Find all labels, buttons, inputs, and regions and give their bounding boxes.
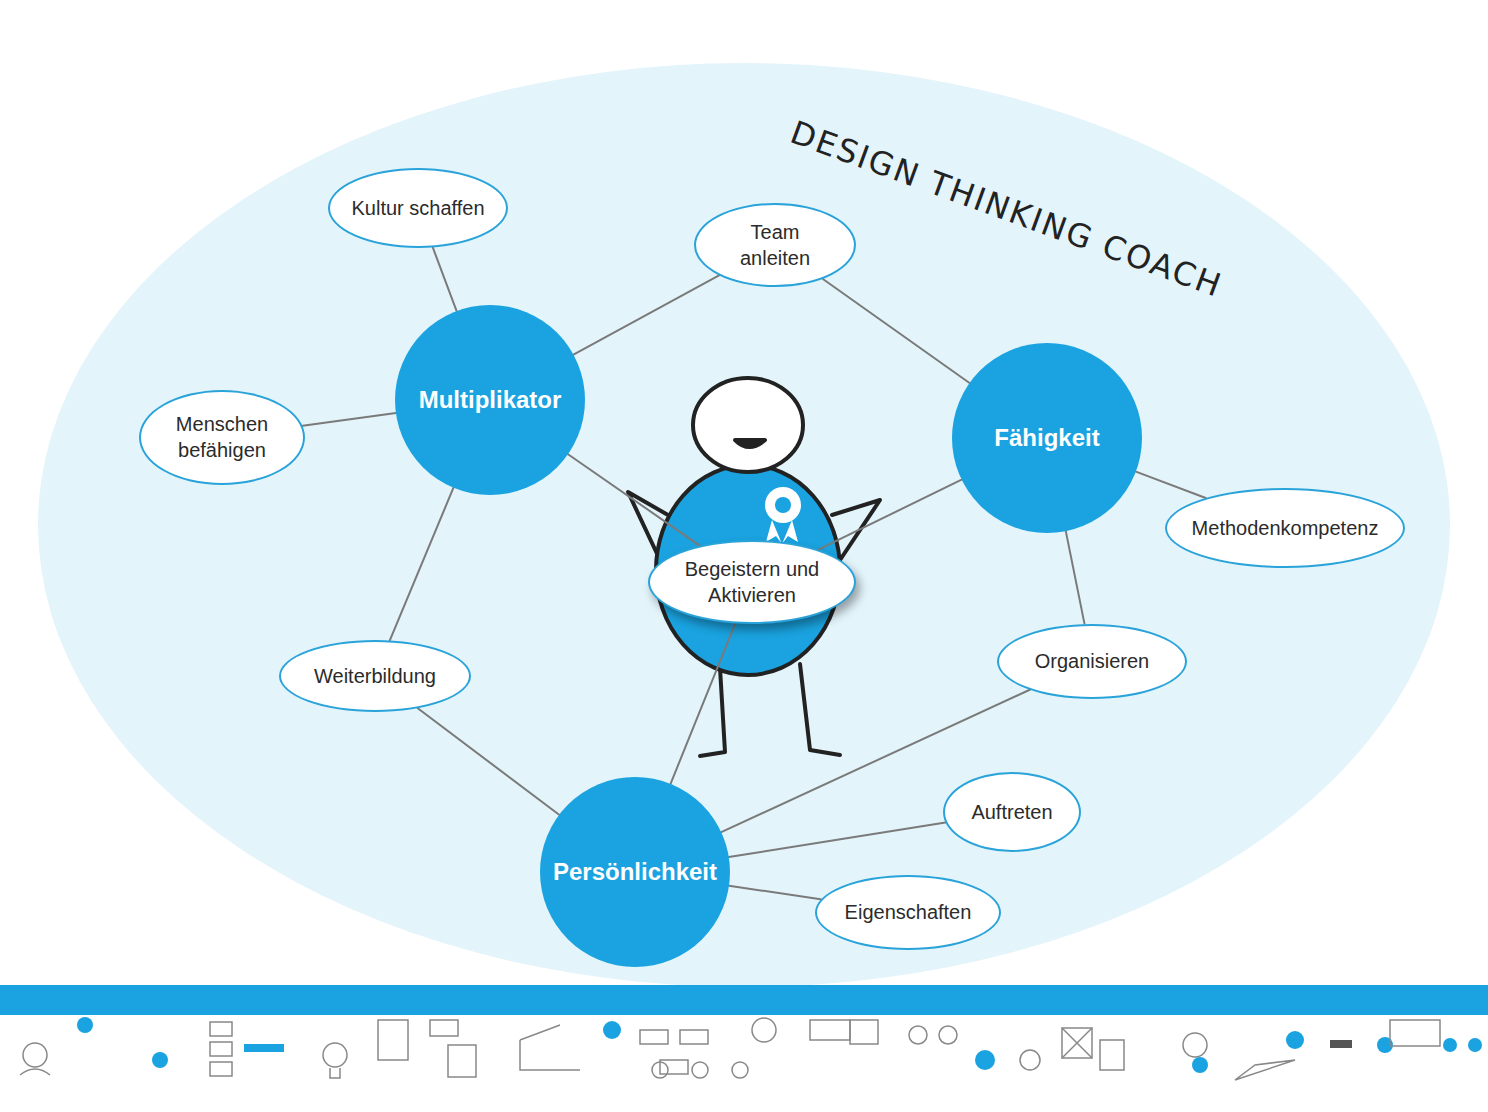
skill-oval: Begeistern und Aktivieren [648, 540, 856, 624]
node-label: Menschen befähigen [165, 411, 280, 463]
footer-doodles [20, 1017, 1482, 1080]
coach-region [38, 63, 1450, 987]
node-label: Persönlichkeit [553, 856, 717, 887]
connector-line [818, 480, 961, 550]
topic-circle: Persönlichkeit [540, 777, 730, 967]
connector-line [303, 413, 396, 426]
node-label: Weiterbildung [314, 663, 436, 689]
skill-oval: Team anleiten [694, 203, 856, 287]
node-label: Fähigkeit [994, 422, 1099, 453]
diagram-title: DESIGN THINKING COACH [786, 113, 1228, 305]
skill-oval: Auftreten [943, 772, 1081, 852]
skill-oval: Weiterbildung [279, 640, 471, 712]
connector-line [671, 624, 736, 784]
skill-oval: Organisieren [997, 624, 1187, 699]
connector-line [729, 823, 946, 857]
topic-circle: Fähigkeit [952, 343, 1142, 533]
connector-line [418, 708, 559, 815]
connector-line [823, 279, 970, 383]
node-label: Team anleiten [730, 219, 820, 271]
connector-line [390, 488, 454, 641]
node-label: Begeistern und Aktivieren [672, 556, 832, 608]
connector-line [568, 454, 700, 545]
topic-circle: Multiplikator [395, 305, 585, 495]
node-label: Kultur schaffen [351, 195, 484, 221]
connector-line [573, 275, 719, 354]
connector-line [433, 247, 457, 311]
connector-line [1066, 531, 1085, 623]
connector-line [1136, 472, 1206, 498]
node-label: Multiplikator [419, 384, 562, 415]
skill-oval: Eigenschaften [815, 875, 1001, 950]
coach-figure [628, 378, 880, 756]
node-label: Organisieren [1035, 648, 1150, 674]
skill-oval: Methodenkompetenz [1165, 488, 1404, 568]
node-label: Eigenschaften [845, 899, 972, 925]
footer-bar [0, 985, 1488, 1015]
skill-oval: Kultur schaffen [328, 168, 508, 248]
node-label: Auftreten [971, 799, 1052, 825]
node-label: Methodenkompetenz [1192, 515, 1379, 541]
connector-line [729, 886, 821, 899]
skill-oval: Menschen befähigen [139, 390, 305, 485]
